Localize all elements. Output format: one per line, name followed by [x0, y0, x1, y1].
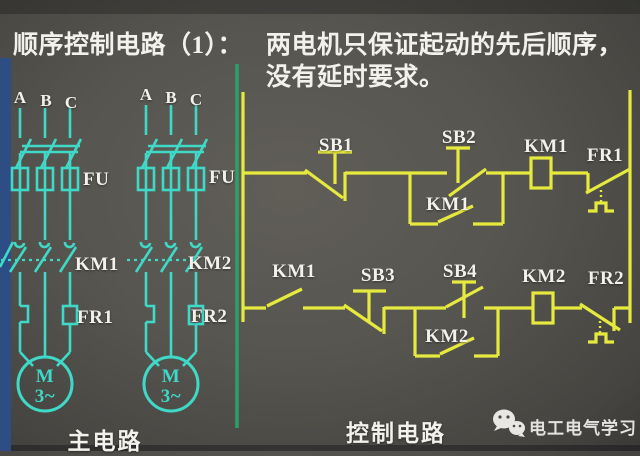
- fuse-label-2: FU: [209, 167, 236, 188]
- sb1-label: SB1: [318, 135, 354, 156]
- km1-main-label: KM1: [75, 254, 119, 275]
- photo-vignette-bottom: [0, 445, 640, 451]
- fr2-main-label: FR2: [191, 306, 228, 327]
- title-line2: 没有延时要求。: [266, 64, 445, 91]
- supply-stubs-1: [18, 108, 72, 138]
- km1-interlock-contact-icon: [266, 287, 303, 308]
- supply-stubs-2: [144, 105, 198, 135]
- fuse-label-1: FU: [83, 169, 110, 190]
- sb1-nc-button-icon: [304, 150, 352, 201]
- fr2-heater-icon: [144, 272, 205, 357]
- main-circuit-branch-1: [1, 108, 83, 413]
- control-circuit-caption: 控制电路: [346, 421, 446, 446]
- motor1-phase: 3~: [34, 386, 56, 407]
- title-lead: 顺序控制电路（1）：: [13, 32, 244, 59]
- photo-vignette-top: [0, 0, 640, 14]
- sb3-label: SB3: [360, 265, 396, 286]
- sb2-no-button-icon: [446, 146, 487, 198]
- km1-seal-label: KM1: [426, 194, 470, 215]
- phase-label-c1: C: [64, 93, 78, 112]
- fr2-nc-contact-icon: [579, 302, 630, 344]
- cropped-edge-line: [0, 241, 15, 268]
- sb2-label: SB2: [441, 127, 477, 148]
- phase-lines-2: [144, 153, 198, 240]
- fr1-main-label: FR1: [77, 307, 114, 328]
- km1-interlock-label: KM1: [272, 261, 316, 282]
- phase-lines-1: [18, 153, 72, 240]
- km2-seal-contact-icon: [415, 336, 498, 358]
- fuse-icon-2: [136, 166, 206, 192]
- phase-label-b2: B: [165, 88, 177, 107]
- main-circuit-branch-2: [127, 105, 209, 413]
- phase-label-a2: A: [139, 85, 153, 104]
- phase-label-c2: C: [189, 90, 203, 109]
- motor-2-icon: [142, 351, 200, 413]
- sb3-nc-button-icon: [343, 289, 386, 334]
- wechat-icon: [493, 409, 525, 437]
- fuse-icon-1: [10, 166, 80, 192]
- km2-coil-icon: [531, 291, 555, 325]
- km2-main-label: KM2: [188, 253, 232, 274]
- km1-seal-contact-icon: [410, 204, 503, 226]
- km2-seal-label: KM2: [425, 326, 469, 347]
- rung1: [243, 146, 631, 226]
- motor2-phase: 3~: [160, 386, 182, 407]
- km2-coil-label: KM2: [522, 266, 566, 287]
- control-circuit: [241, 90, 632, 358]
- fr1-contact-label: FR1: [586, 145, 624, 166]
- rung2: [243, 280, 630, 358]
- fr2-contact-label: FR2: [587, 268, 625, 289]
- fr1-nc-contact-icon: [585, 167, 631, 213]
- main-circuit-caption: 主电路: [67, 429, 143, 454]
- km2-main-contacts-icon: [127, 241, 204, 273]
- sb4-no-button-icon: [445, 280, 484, 318]
- sb4-label: SB4: [442, 261, 478, 282]
- km1-main-contacts-icon: [1, 241, 78, 273]
- phase-label-b1: B: [40, 91, 52, 110]
- watermark-text: 电工电气学习: [529, 419, 637, 438]
- km1-coil-icon: [529, 156, 553, 190]
- km1-coil-label: KM1: [524, 136, 568, 157]
- motor2-letter: M: [161, 366, 181, 387]
- knife-switch-icon-2: [140, 138, 209, 169]
- motor1-letter: M: [35, 366, 55, 387]
- motor-1-icon: [16, 351, 74, 413]
- knife-switch-icon-1: [14, 138, 83, 169]
- fr1-heater-icon: [18, 272, 79, 357]
- title-line1: 两电机只保证起动的先后顺序，: [266, 32, 624, 59]
- phase-label-a1: A: [13, 88, 27, 107]
